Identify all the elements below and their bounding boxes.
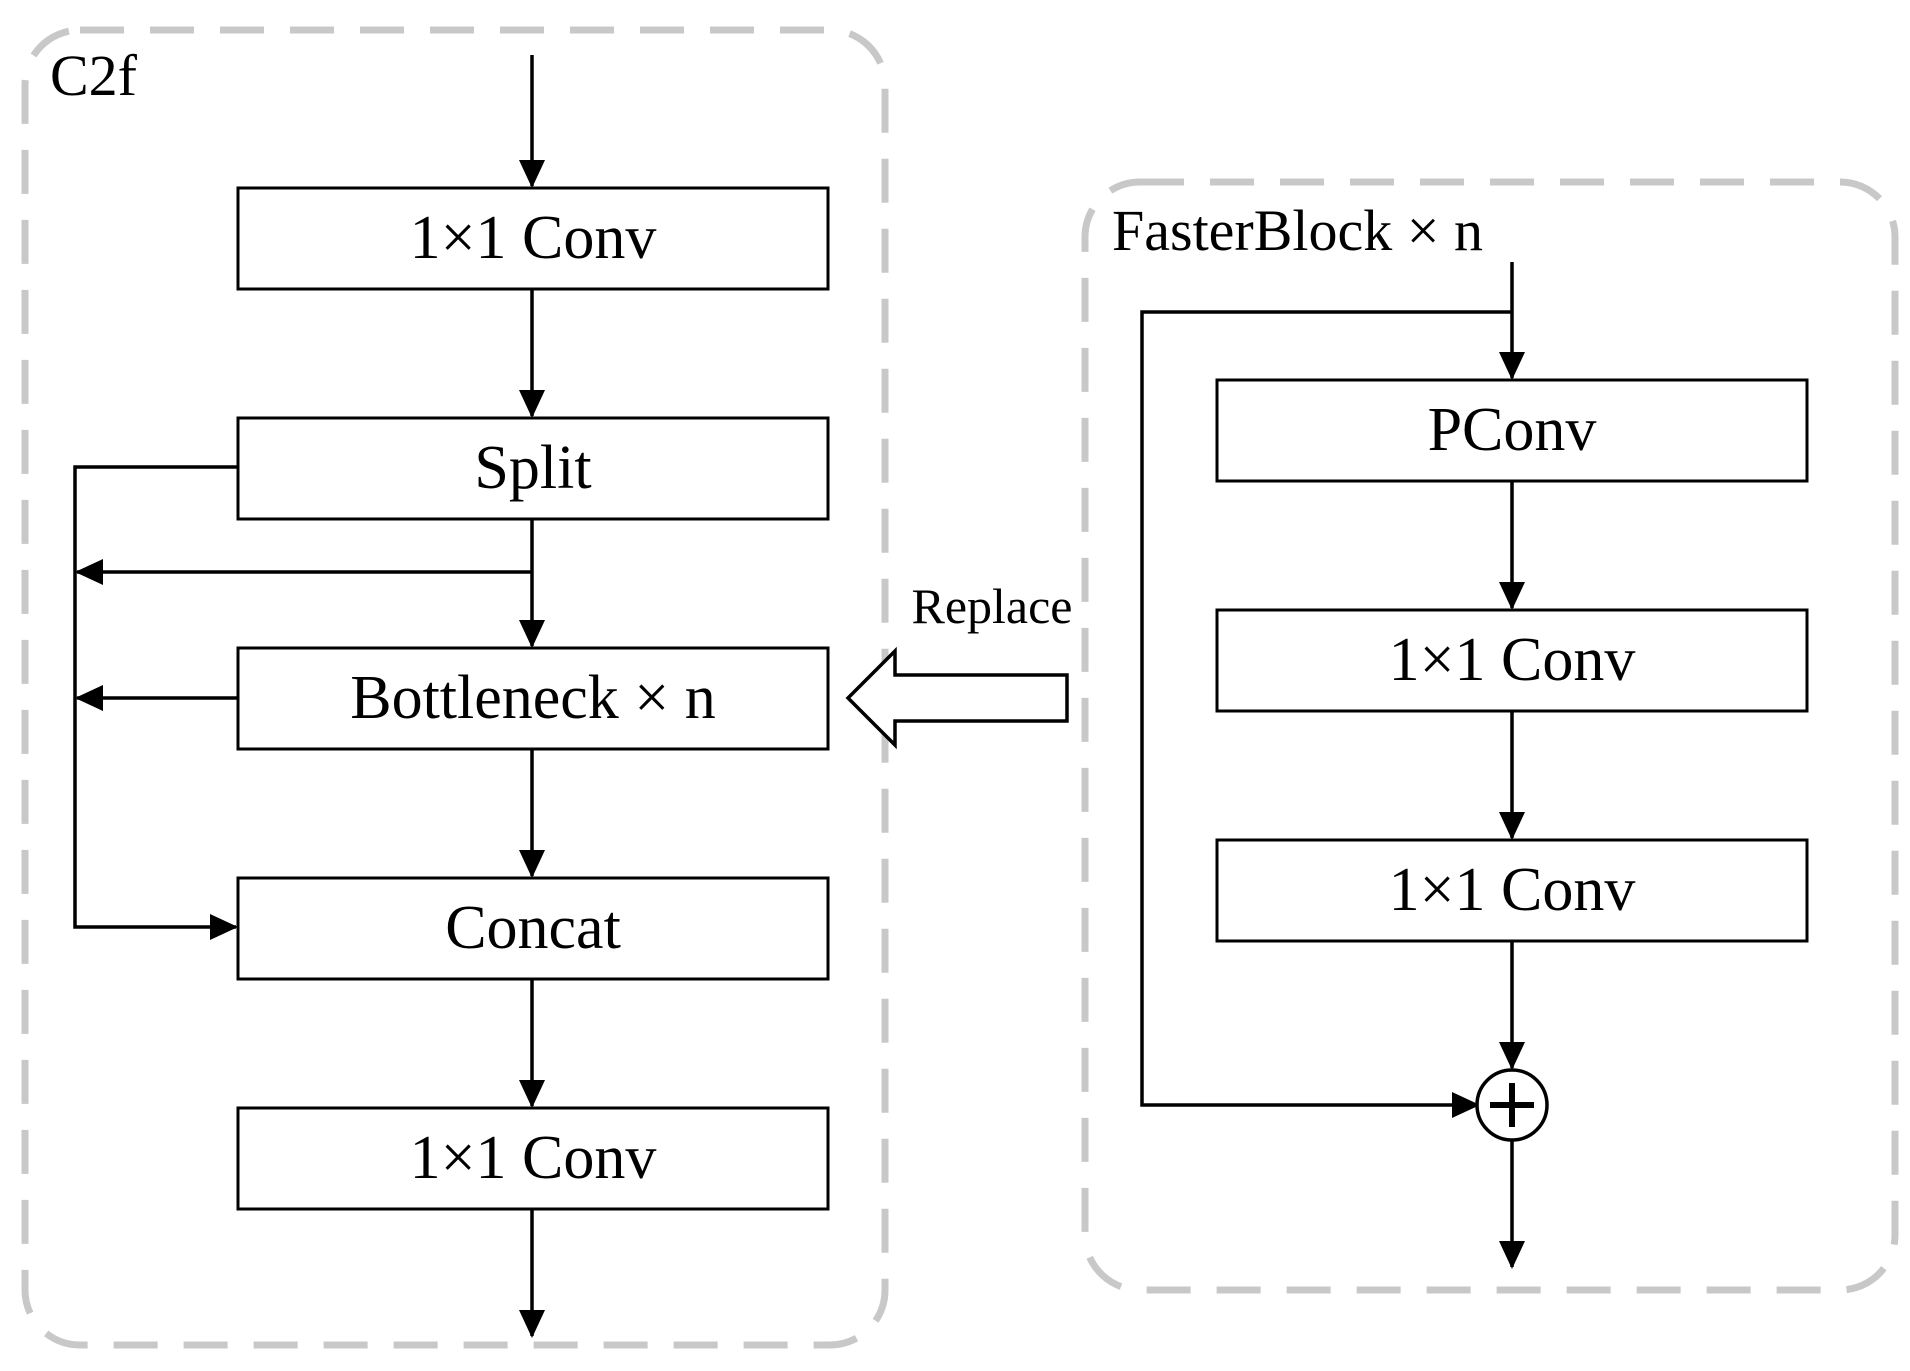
fasterblock-conv1-label: 1×1 Conv [1389,626,1636,694]
c2f-title: C2f [50,43,138,108]
fasterblock-conv2-box [1215,838,1809,943]
fasterblock-pconv-label: PConv [1428,396,1597,464]
fasterblock-title: FasterBlock × n [1112,198,1483,263]
c2f-split-label: Split [474,434,591,502]
fasterblock-pconv-box [1215,378,1809,483]
c2f-bottleneck-label: Bottleneck × n [350,664,716,732]
c2f-conv-top-label: 1×1 Conv [410,204,657,272]
fasterblock-residual-connector [1140,310,1512,1118]
add-icon [1475,1068,1549,1142]
replace-label: Replace [911,578,1072,634]
c2f-conv-top-box [236,186,830,291]
fasterblock-conv1-box [1215,608,1809,713]
replace-hollow-arrow [845,646,1069,750]
c2f-conv-bottom-label: 1×1 Conv [410,1124,657,1192]
fasterblock-frame [1081,178,1899,1294]
c2f-concat-label: Concat [445,894,621,962]
c2f-concat-box [236,876,830,981]
fasterblock-conv2-label: 1×1 Conv [1389,856,1636,924]
